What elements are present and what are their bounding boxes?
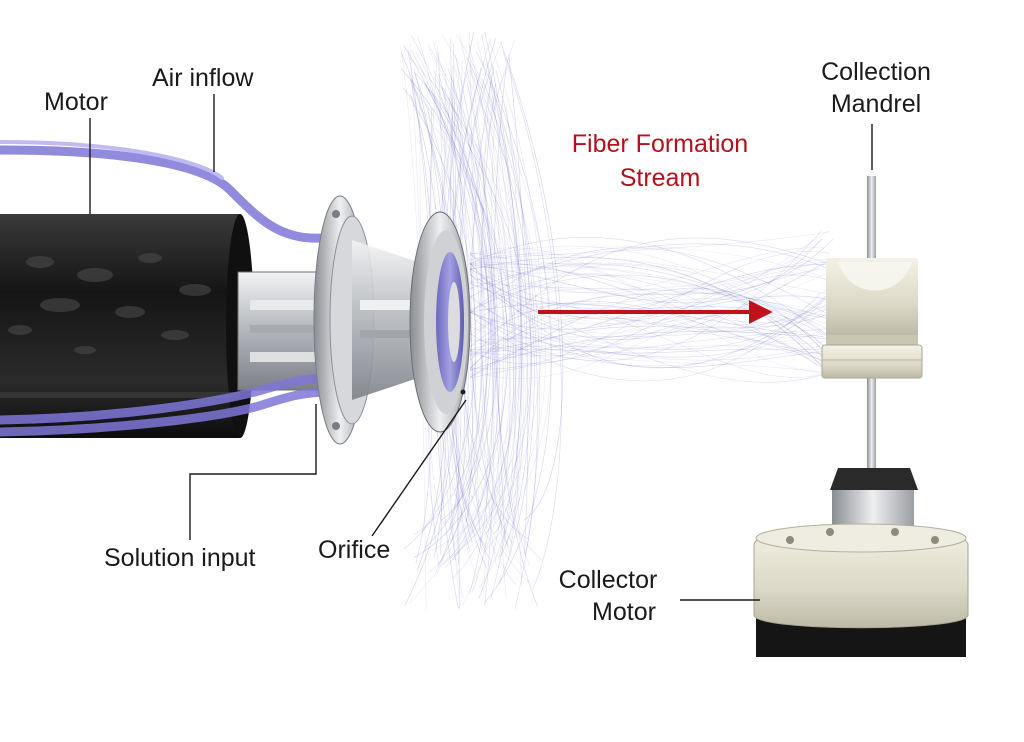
- label-collection-mandrel-line2: Mandrel: [831, 90, 921, 118]
- label-solution-input: Solution input: [104, 544, 256, 572]
- solution-input-tube: [0, 373, 335, 437]
- label-fiber-stream-line1: Fiber Formation: [572, 130, 748, 158]
- leader-lines: [89, 94, 873, 601]
- cone-struts: [352, 240, 420, 400]
- air-inflow-tube: [0, 140, 327, 243]
- solution-input-leader: [189, 404, 317, 540]
- shaft-assembly: [237, 271, 329, 391]
- label-motor: Motor: [44, 88, 108, 116]
- label-collector-motor-line1: Collector: [559, 566, 658, 594]
- orifice-leader: [371, 399, 467, 537]
- label-collection-mandrel-line1: Collection: [821, 58, 931, 86]
- label-fiber-stream-line2: Stream: [620, 164, 701, 192]
- label-orifice: Orifice: [318, 536, 390, 564]
- collection-mandrel: [821, 176, 923, 468]
- label-collector-motor-line2: Motor: [592, 598, 656, 626]
- orifice-disc: [409, 211, 471, 433]
- label-air-inflow: Air inflow: [152, 64, 254, 92]
- labels: Motor Air inflow Solution input Orifice …: [44, 58, 931, 626]
- collector-motor: [753, 468, 969, 657]
